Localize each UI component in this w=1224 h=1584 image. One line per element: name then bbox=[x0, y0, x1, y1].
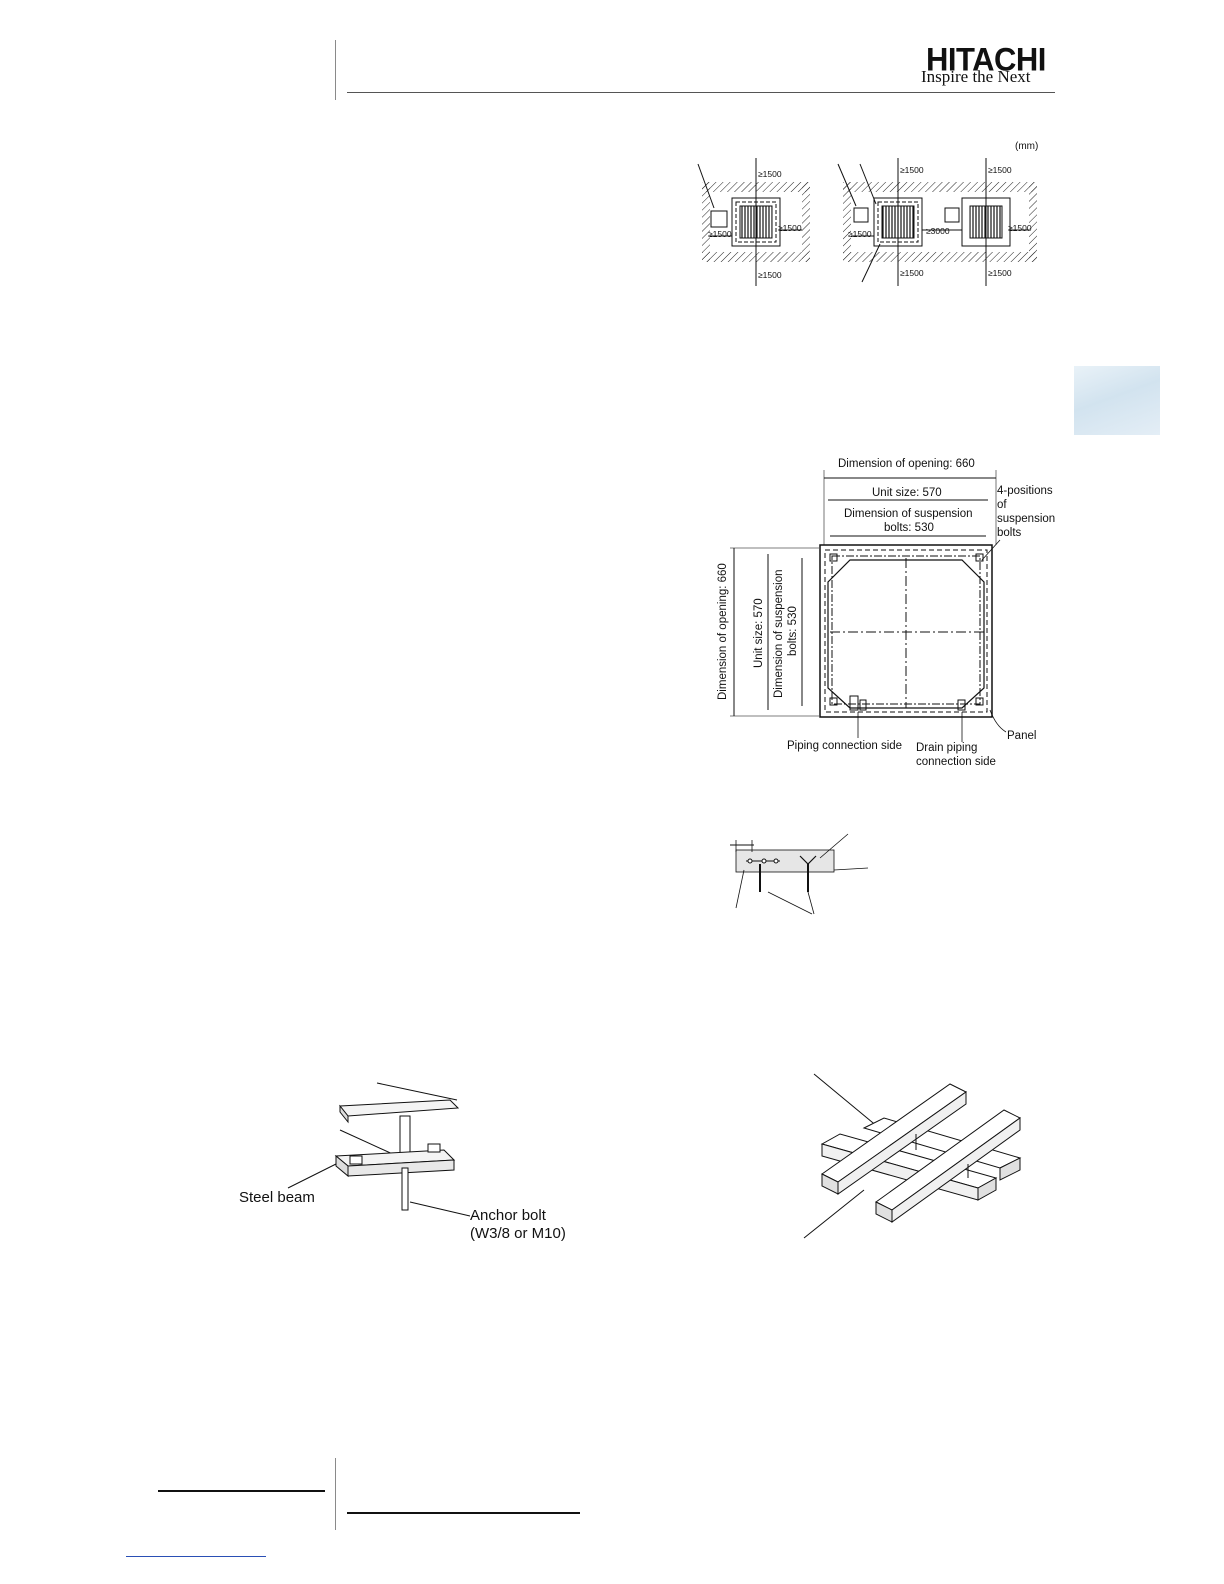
section-tab bbox=[1074, 366, 1160, 435]
unit-width-label: Unit size: 570 bbox=[872, 487, 942, 499]
drain-side-label-2: connection side bbox=[916, 756, 996, 768]
header-rule bbox=[347, 92, 1055, 93]
right-bottom-clearance-b: ≥1500 bbox=[988, 268, 1012, 278]
bolt-positions-label-3: suspension bbox=[997, 513, 1055, 525]
between-units-clearance: ≥3000 bbox=[926, 226, 950, 236]
left-top-clearance: ≥1500 bbox=[758, 169, 782, 179]
wooden-joist-figure bbox=[803, 1073, 1022, 1239]
opening-width-label: Dimension of opening: 660 bbox=[838, 458, 975, 470]
unit-height-label: Unit size: 570 bbox=[753, 598, 765, 668]
single-unit-room: ≥1500 ≥1500 ≥1500 ≥1500 bbox=[697, 158, 810, 286]
left-right-clearance: ≥1500 bbox=[778, 223, 802, 233]
header-divider bbox=[335, 40, 336, 100]
two-unit-room: ≥1500 ≥1500 ≥1500 ≥3000 ≥1500 ≥1500 ≥150… bbox=[837, 158, 1037, 286]
footer-rule-left bbox=[158, 1490, 325, 1492]
panel-label: Panel bbox=[1007, 730, 1036, 742]
left-bottom-clearance: ≥1500 bbox=[758, 270, 782, 280]
piping-side-label: Piping connection side bbox=[787, 740, 902, 752]
right-top-clearance-a: ≥1500 bbox=[900, 165, 924, 175]
bolts-height-label-2: bolts: 530 bbox=[787, 606, 799, 656]
right-left-clearance: ≥1500 bbox=[848, 229, 872, 239]
steel-beam-label: Steel beam bbox=[239, 1189, 315, 1206]
ceiling-opening-figure: Dimension of opening: 660 Unit size: 570… bbox=[717, 458, 1055, 768]
steel-beam-figure: Steel beam Anchor bolt (W3/8 or M10) bbox=[239, 1082, 566, 1242]
footer-link-underline[interactable] bbox=[126, 1556, 266, 1557]
anchor-bolt-label-2: (W3/8 or M10) bbox=[470, 1225, 566, 1242]
drain-side-label-1: Drain piping bbox=[916, 742, 977, 754]
bolt-positions-label-2: of bbox=[997, 499, 1007, 511]
opening-height-label: Dimension of opening: 660 bbox=[717, 563, 729, 700]
right-bottom-clearance-a: ≥1500 bbox=[900, 268, 924, 278]
right-right-clearance: ≥1500 bbox=[1008, 223, 1032, 233]
bolts-height-label-1: Dimension of suspension bbox=[773, 570, 785, 699]
right-top-clearance-b: ≥1500 bbox=[988, 165, 1012, 175]
anchor-bolt-label-1: Anchor bolt bbox=[470, 1207, 547, 1224]
footer-divider bbox=[335, 1458, 336, 1530]
clearance-figure: (mm) ≥1500 ≥1500 ≥1500 ≥1500 bbox=[697, 141, 1038, 286]
left-left-clearance: ≥1500 bbox=[708, 229, 732, 239]
anchor-detail-figure bbox=[730, 833, 869, 915]
bolts-width-label-2: bolts: 530 bbox=[884, 522, 934, 534]
brand-logo: HITACHI bbox=[926, 41, 1046, 78]
bolt-positions-label-4: bolts bbox=[997, 527, 1022, 539]
bolt-positions-label-1: 4-positions bbox=[997, 485, 1053, 497]
bolts-width-label-1: Dimension of suspension bbox=[844, 508, 973, 520]
brand-tagline: Inspire the Next bbox=[921, 67, 1031, 86]
unit-label: (mm) bbox=[1015, 141, 1038, 152]
footer-rule-right bbox=[347, 1512, 580, 1514]
